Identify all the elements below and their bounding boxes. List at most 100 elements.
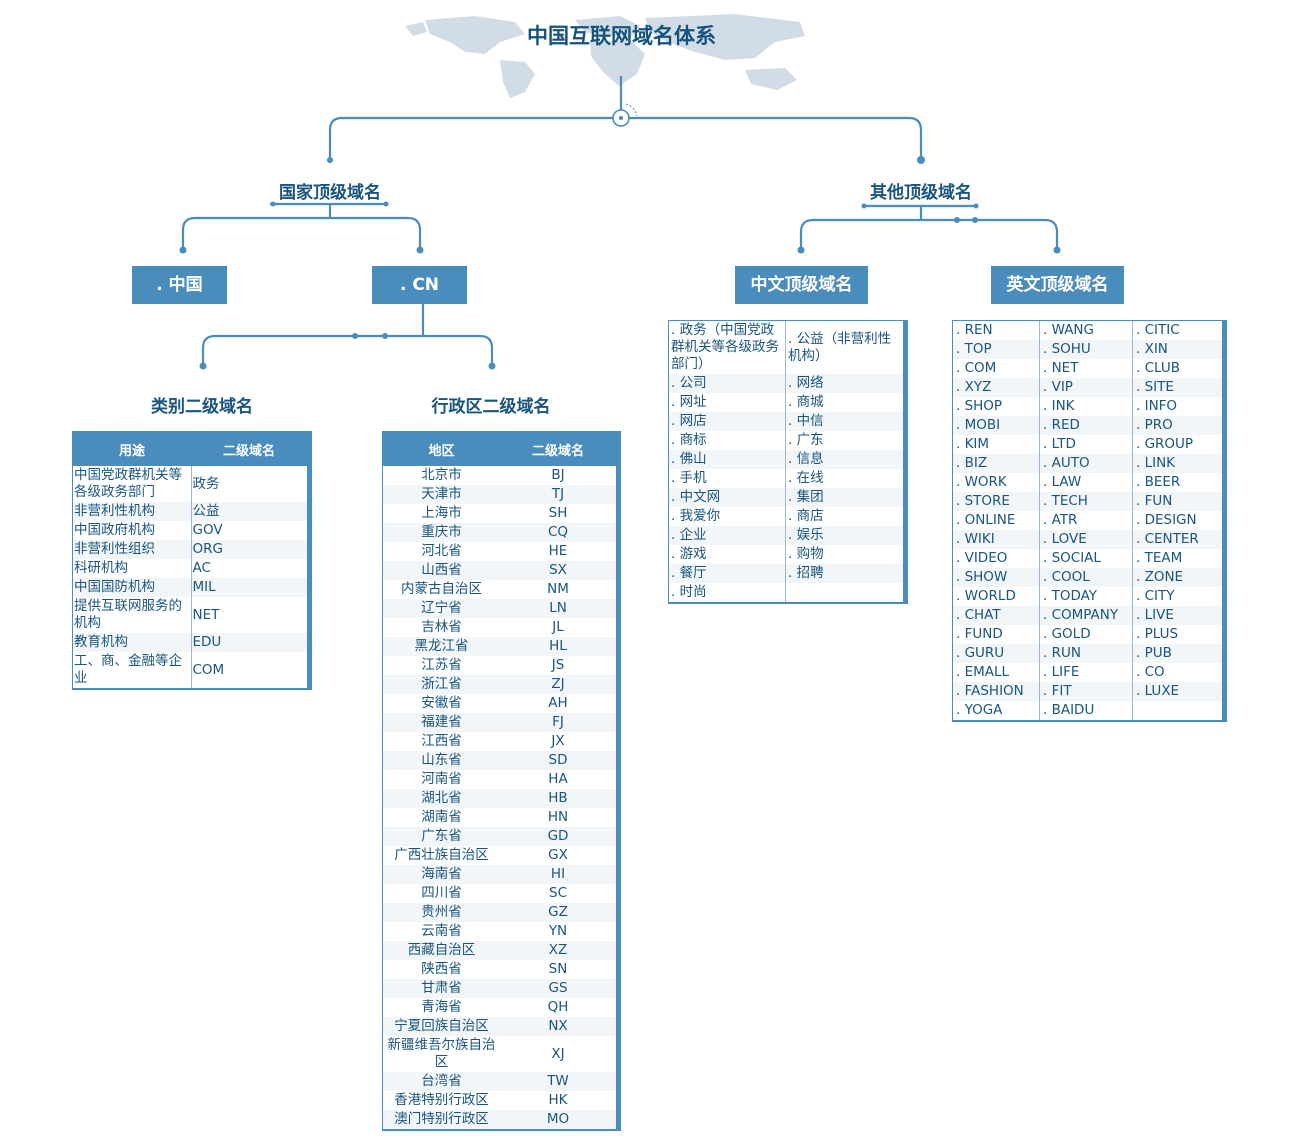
table-cell: . COMPANY [1039, 606, 1133, 625]
table-cell: 江西省 [421, 733, 462, 749]
table-row: . 佛山. 信息 [669, 450, 903, 469]
table-cell: 广东省 [383, 827, 500, 846]
table-cell: 福建省 [383, 713, 500, 732]
page-title: 中国互联网域名体系 [527, 24, 716, 48]
table-row: . REN. WANG. CITIC [953, 321, 1222, 340]
table-cell: . 集团 [785, 488, 903, 507]
table-cell: . VIP [1039, 378, 1133, 397]
table-cell: SC [549, 885, 567, 901]
table-cell: 陕西省 [421, 961, 462, 977]
table-cell: 新疆维吾尔族自治区 [387, 1037, 496, 1070]
table-cell: . XIN [1132, 340, 1222, 359]
table-cell: . REN [953, 321, 1040, 340]
table-cell: 甘肃省 [383, 979, 500, 998]
table-row: . WORLD. TODAY. CITY [953, 587, 1222, 606]
table-cell: . COM [953, 359, 1040, 378]
table-row: . ONLINE. ATR. DESIGN [953, 511, 1222, 530]
table-cell: 科研机构 [73, 559, 192, 578]
table-cell: 河南省 [421, 771, 462, 787]
table-cell: . STORE [953, 492, 1040, 511]
table-cell: . CHAT [953, 606, 1040, 625]
table-row: 非营利性机构公益 [73, 502, 307, 521]
english-tld-table: . REN. WANG. CITIC. TOP. SOHU. XIN. COM.… [952, 320, 1227, 722]
table-cell: 政务 [192, 475, 220, 492]
table-cell: . 公司 [669, 374, 786, 393]
table-row: . 网址. 商城 [669, 393, 903, 412]
table-cell: . TODAY [1039, 587, 1133, 606]
table-cell: . 游戏 [669, 545, 786, 564]
table-cell: . SOHU [1039, 340, 1133, 359]
table-cell: . 购物 [788, 546, 824, 562]
table-cell: 澳门特别行政区 [383, 1110, 500, 1129]
table-cell: . DESIGN [1136, 512, 1197, 528]
table-cell: . SHOP [953, 397, 1040, 416]
table-cell: . 中信 [785, 412, 903, 431]
table-row: . 时尚 [669, 583, 903, 602]
table-cell: . PLUS [1136, 626, 1179, 642]
world-map-graphic [405, 14, 805, 98]
table-cell: 云南省 [421, 923, 462, 939]
table-cell: . BIZ [953, 454, 1040, 473]
table-cell: . 商标 [669, 431, 786, 450]
table-cell: COM [192, 661, 225, 678]
table-cell: 内蒙古自治区 [401, 581, 482, 597]
table-cell: 贵州省 [383, 903, 500, 922]
table-row: 中国党政群机关等各级政务部门政务 [73, 466, 307, 502]
table-cell [786, 583, 904, 602]
region-header-domain: 二级域名 [500, 432, 616, 466]
table-cell: HA [548, 771, 568, 787]
table-cell: ZJ [500, 675, 616, 694]
table-cell [1133, 701, 1223, 720]
table-cell: . FUND [953, 625, 1040, 644]
table-cell: . YOGA [953, 701, 1040, 720]
table-cell: 湖北省 [383, 789, 500, 808]
table-cell: 海南省 [383, 865, 500, 884]
table-cell: . 餐厅 [669, 564, 786, 583]
category-sld-label: 类别二级域名 [151, 397, 253, 417]
table-cell: . FUN [1132, 492, 1222, 511]
table-cell: . 商城 [788, 394, 824, 410]
table-cell: . XYZ [953, 378, 1040, 397]
table-cell: . 我爱你 [669, 507, 786, 526]
table-row: . KIM. LTD. GROUP [953, 435, 1222, 454]
table-cell: . AUTO [1039, 454, 1133, 473]
table-cell: TJ [500, 485, 616, 504]
table-row: . WORK. LAW. BEER [953, 473, 1222, 492]
table-cell: . FIT [1039, 682, 1133, 701]
table-cell: . LUXE [1132, 682, 1222, 701]
table-row: . GURU. RUN. PUB [953, 644, 1222, 663]
table-cell: . CO [1136, 664, 1165, 680]
table-cell: . SOCIAL [1039, 549, 1133, 568]
table-row: . 我爱你. 商店 [669, 507, 903, 526]
table-cell: 黑龙江省 [383, 637, 500, 656]
table-cell: . 网址 [669, 393, 786, 412]
table-cell: 北京市 [421, 467, 462, 483]
table-row: . SHOW. COOL. ZONE [953, 568, 1222, 587]
table-cell: . 企业 [669, 526, 786, 545]
table-cell: EDU [191, 633, 307, 652]
table-cell: NET [192, 606, 220, 623]
table-cell: . 招聘 [785, 564, 903, 583]
table-cell: QH [547, 999, 569, 1015]
table-cell: JL [552, 619, 564, 635]
table-cell: SH [548, 505, 568, 521]
table-cell: 香港特别行政区 [394, 1092, 489, 1108]
table-cell: 河北省 [421, 543, 462, 559]
